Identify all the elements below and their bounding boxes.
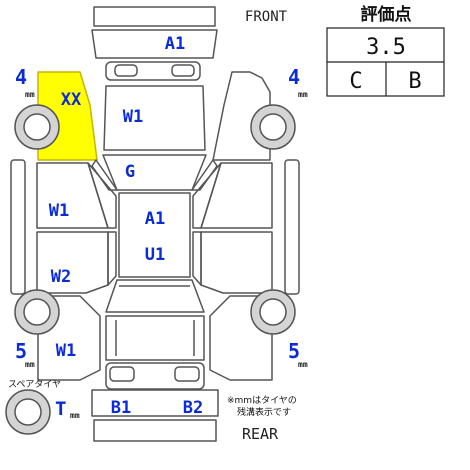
damage-codes: A1 XX W1 G W1 A1 U1 W2 W1 B1 B2 (49, 34, 203, 418)
tread-note-line1: ※mmはタイヤの (227, 395, 297, 406)
tread-front-right-value: 4 (288, 65, 300, 89)
tire-spare[interactable] (5, 389, 51, 435)
code-roof-1: A1 (145, 209, 165, 229)
code-left-front-door: W1 (49, 201, 69, 221)
score-box-title: 評価点 (361, 4, 412, 25)
roof (118, 192, 191, 278)
windshield (102, 154, 207, 191)
tire-front-right[interactable] (250, 104, 296, 150)
code-left-fender: XX (61, 90, 82, 110)
left-rocker (10, 159, 26, 295)
right-a-pillar (191, 159, 218, 191)
spare-unit: mm (70, 411, 80, 420)
spare-label: スペアタイヤ (8, 379, 61, 390)
rear-lamp-right (174, 366, 200, 382)
code-rear-bumper-right: B2 (183, 398, 203, 418)
tread-rear-left-value: 5 (15, 339, 27, 363)
tire-rear-left[interactable] (14, 289, 60, 335)
tread-front-right-unit: mm (298, 90, 308, 99)
car-outline (10, 6, 300, 442)
left-rear-door (36, 231, 109, 294)
left-rear-quarter (37, 295, 101, 381)
right-front-fender-panel[interactable] (212, 71, 271, 161)
tire-rear-right[interactable] (250, 289, 296, 335)
front-headlight-right (171, 64, 195, 77)
rear-bumper-lower (93, 419, 217, 442)
right-front-window (192, 162, 222, 229)
code-left-rear-door: W2 (51, 267, 71, 287)
hood (103, 85, 206, 151)
tire-front-left[interactable] (14, 104, 60, 150)
tread-note-line2: 残溝表示です (237, 406, 291, 418)
code-hood: W1 (123, 107, 143, 127)
tires (5, 104, 296, 435)
interior-grade: B (408, 69, 421, 94)
rear-bumper (91, 389, 219, 417)
tread-rear-left-unit: mm (25, 360, 35, 369)
code-front-bumper: A1 (165, 34, 185, 54)
rear-window (105, 279, 205, 313)
front-headlight-left (114, 64, 138, 77)
right-rear-quarter (209, 295, 273, 381)
front-bumper (93, 6, 216, 27)
right-rear-window (192, 231, 202, 286)
code-roof-2: U1 (145, 245, 165, 265)
left-rear-window (107, 231, 117, 286)
code-windshield: G (125, 162, 135, 182)
left-front-window (87, 162, 117, 229)
score-value: 3.5 (366, 35, 406, 60)
tread-labels: 4 mm 4 mm 5 mm 5 mm スペアタイヤ T mm ※mmはタイヤの… (8, 65, 308, 420)
code-rear-bumper-left: B1 (111, 398, 131, 418)
tread-rear-right-value: 5 (288, 339, 300, 363)
tread-front-left-unit: mm (25, 90, 35, 99)
front-bumper-lower (91, 29, 218, 59)
exterior-grade: C (349, 69, 362, 94)
tread-front-left-value: 4 (15, 65, 27, 89)
tread-rear-right-unit: mm (298, 360, 308, 369)
score-box: 評価点 3.5 C B (326, 4, 445, 97)
front-grille (105, 61, 201, 81)
spare-value: T (55, 398, 66, 420)
front-label: FRONT (245, 9, 288, 25)
left-a-pillar (91, 159, 118, 191)
rear-lamp-bar (105, 362, 205, 390)
rear-lamp-left (109, 366, 135, 382)
rear-label: REAR (242, 425, 279, 443)
trunk (105, 315, 205, 361)
right-rear-door (200, 231, 273, 294)
code-left-rear-quarter: W1 (56, 341, 76, 361)
right-rocker (284, 159, 300, 295)
